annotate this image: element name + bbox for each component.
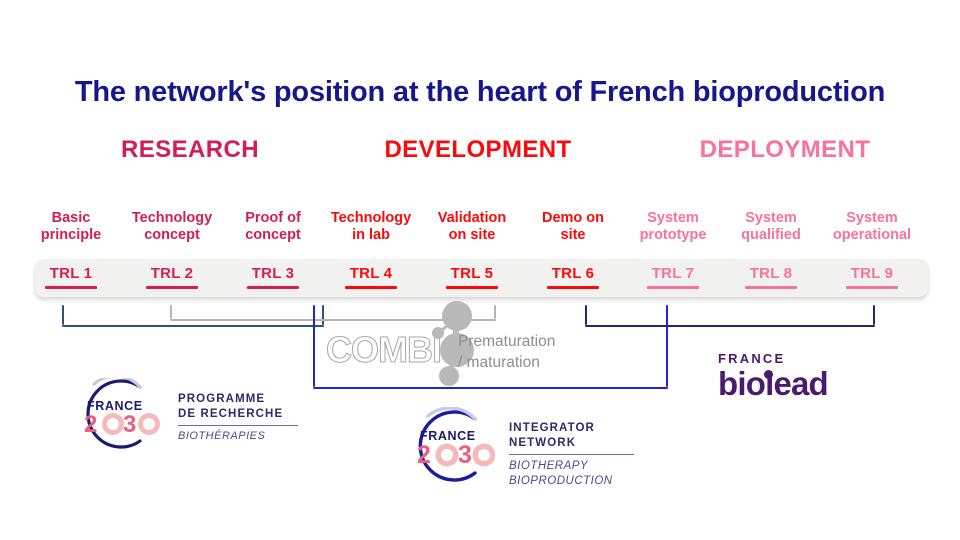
bracket-segment bbox=[170, 305, 172, 319]
logo-integrator-text: INTEGRATOR NETWORK BIOTHERAPY BIOPRODUCT… bbox=[509, 421, 634, 488]
trl-underline-trl9 bbox=[846, 286, 898, 289]
biolead-word-france: FRANCE bbox=[718, 351, 786, 366]
trl-underline-trl1 bbox=[45, 286, 97, 289]
trl-item-trl1[interactable]: TRL 1 bbox=[16, 265, 126, 289]
trl-caption-trl5: Validation on site bbox=[437, 210, 507, 243]
trl-underline-trl5 bbox=[446, 286, 498, 289]
stage-header-deployment: DEPLOYMENT bbox=[699, 136, 871, 163]
trl-item-trl4[interactable]: TRL 4 bbox=[316, 265, 426, 289]
france2030-word-france: FRANCE bbox=[87, 399, 143, 413]
bracket-segment bbox=[313, 305, 315, 387]
trl-caption-row: Basic principle Technology concept Proof o… bbox=[35, 210, 928, 255]
trl-item-trl3[interactable]: TRL 3 bbox=[218, 265, 328, 289]
trl-label-trl2: TRL 2 bbox=[150, 265, 194, 282]
logo-france2030-integrator-network: FRANCE 2 3 INTEGRATOR NETWORK BIOTHERAPY… bbox=[405, 407, 634, 492]
trl-label-trl7: TRL 7 bbox=[651, 265, 695, 282]
svg-text:3: 3 bbox=[458, 441, 472, 469]
trl-underline-trl3 bbox=[247, 286, 299, 289]
divider bbox=[178, 425, 298, 426]
integrator-bracket bbox=[313, 305, 668, 389]
trl-label-trl8: TRL 8 bbox=[749, 265, 793, 282]
bracket-segment bbox=[170, 319, 496, 321]
trl-label-trl5: TRL 5 bbox=[450, 265, 494, 282]
trl-caption-trl1: Basic principle bbox=[40, 210, 102, 243]
trl-underline-trl7 bbox=[647, 286, 699, 289]
bracket-segment bbox=[585, 305, 587, 325]
bracket-segment bbox=[494, 305, 496, 319]
trl-caption-trl2: Technology concept bbox=[131, 210, 213, 243]
trl-caption-trl8: System qualified bbox=[741, 210, 801, 243]
biolead-molecule-dot-icon bbox=[764, 370, 773, 379]
trl-underline-trl4 bbox=[345, 286, 397, 289]
bracket-segment bbox=[313, 387, 668, 389]
deployment-bracket bbox=[585, 305, 875, 327]
combi-caption: Prematuration / maturation bbox=[458, 333, 556, 371]
trl-item-trl6[interactable]: TRL 6 bbox=[518, 265, 628, 289]
logo-recherche-sub: BIOTHÉRAPIES bbox=[178, 430, 266, 442]
bracket-segment bbox=[585, 325, 875, 327]
trl-item-trl5[interactable]: TRL 5 bbox=[417, 265, 527, 289]
stage-header-development: DEVELOPMENT bbox=[384, 136, 572, 163]
logo-france2030-programme-recherche: FRANCE 2 3 PROGRAMME DE RECHERCHE BIOTHÉ… bbox=[70, 378, 298, 450]
stage-header-research: RESEARCH bbox=[121, 136, 259, 163]
logo-recherche-main: PROGRAMME DE RECHERCHE bbox=[178, 393, 284, 420]
logo-france-biolead: FRANCE biolead bbox=[718, 351, 888, 402]
svg-text:3: 3 bbox=[123, 411, 136, 437]
trl-label-trl1: TRL 1 bbox=[49, 265, 93, 282]
trl-underline-trl2 bbox=[146, 286, 198, 289]
trl-caption-trl3: Proof of concept bbox=[245, 210, 301, 243]
trl-caption-trl7: System prototype bbox=[639, 210, 707, 243]
trl-caption-trl9: System operational bbox=[832, 210, 912, 243]
research-bracket bbox=[62, 305, 324, 327]
france2030-word-2030: 2 3 bbox=[84, 411, 160, 437]
combi-wordmark: COMBI bbox=[326, 329, 443, 371]
trl-label-trl4: TRL 4 bbox=[349, 265, 393, 282]
trl-item-trl8[interactable]: TRL 8 bbox=[716, 265, 826, 289]
bracket-segment bbox=[322, 305, 324, 325]
maturation-bracket bbox=[170, 305, 496, 321]
trl-underline-trl8 bbox=[745, 286, 797, 289]
france2030-word-france: FRANCE bbox=[420, 429, 476, 443]
trl-caption-trl6: Demo on site bbox=[541, 210, 605, 243]
trl-label-trl9: TRL 9 bbox=[850, 265, 894, 282]
france2030-ring-icon bbox=[418, 407, 477, 482]
logo-integrator-sub: BIOTHERAPY BIOPRODUCTION bbox=[509, 460, 613, 487]
trl-item-trl9[interactable]: TRL 9 bbox=[817, 265, 927, 289]
trl-underline-trl6 bbox=[547, 286, 599, 289]
logo-integrator-main: INTEGRATOR NETWORK bbox=[509, 422, 595, 449]
divider bbox=[509, 454, 634, 455]
trl-label-trl3: TRL 3 bbox=[251, 265, 295, 282]
svg-text:2: 2 bbox=[417, 441, 431, 469]
logo-recherche-text: PROGRAMME DE RECHERCHE BIOTHÉRAPIES bbox=[178, 392, 298, 442]
combi-watermark: COMBI Prematuration / maturation bbox=[326, 301, 586, 386]
biolead-wordmark-text: biolead bbox=[718, 365, 829, 402]
trl-caption-trl4: Technology in lab bbox=[330, 210, 412, 243]
bracket-segment bbox=[873, 305, 875, 325]
trl-label-trl6: TRL 6 bbox=[551, 265, 595, 282]
france2030-ring-icon bbox=[86, 378, 142, 449]
svg-text:2: 2 bbox=[84, 411, 97, 437]
trl-scale-bar: TRL 1 TRL 2 TRL 3 TRL 4 TRL 5 TRL 6 TRL 7 TRL 8… bbox=[35, 259, 928, 297]
bracket-segment bbox=[62, 305, 64, 325]
molecule-icon bbox=[432, 301, 474, 386]
france2030-word-2030: 2 3 bbox=[417, 441, 495, 469]
biolead-wordmark: biolead bbox=[718, 366, 888, 402]
bracket-segment bbox=[666, 305, 668, 387]
page-title: The network's position at the heart of F… bbox=[74, 76, 886, 108]
trl-item-trl7[interactable]: TRL 7 bbox=[618, 265, 728, 289]
bracket-segment bbox=[62, 325, 324, 327]
trl-item-trl2[interactable]: TRL 2 bbox=[117, 265, 227, 289]
